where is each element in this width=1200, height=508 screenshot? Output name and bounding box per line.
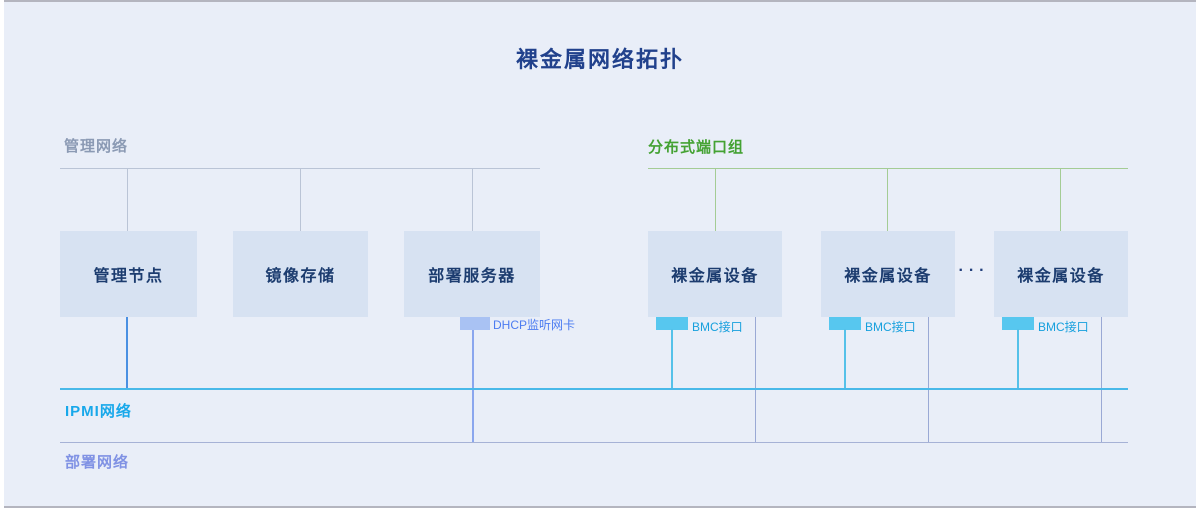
port-group-link-device1 bbox=[715, 169, 716, 231]
node-bare-metal-3-label: 裸金属设备 bbox=[1017, 268, 1105, 285]
ipmi-network-label: IPMI网络 bbox=[65, 403, 132, 420]
bmc-tab-1 bbox=[656, 317, 688, 330]
port-group-link-device2 bbox=[887, 169, 888, 231]
node-deploy-server-label: 部署服务器 bbox=[428, 268, 516, 285]
bmc-label-3: BMC接口 bbox=[1038, 320, 1089, 334]
bmc-tab-2 bbox=[829, 317, 861, 330]
deploy-network-label: 部署网络 bbox=[65, 454, 130, 471]
bare-metal-1-to-deploy-link bbox=[755, 317, 756, 443]
port-group-label: 分布式端口组 bbox=[648, 139, 745, 156]
node-image-storage: 镜像存储 bbox=[233, 231, 368, 317]
management-link-node2 bbox=[300, 169, 301, 231]
dhcp-nic-label: DHCP监听网卡 bbox=[493, 318, 576, 332]
bare-metal-3-to-deploy-link bbox=[1101, 317, 1102, 443]
management-network-bus-line bbox=[60, 168, 540, 169]
bmc-to-ipmi-link-1 bbox=[671, 329, 673, 388]
dhcp-to-deploy-network-link bbox=[472, 330, 474, 443]
dhcp-nic-tab bbox=[460, 317, 490, 330]
ellipsis-more-devices: ··· bbox=[958, 262, 990, 279]
management-link-node3 bbox=[472, 169, 473, 231]
bmc-label-1: BMC接口 bbox=[692, 320, 743, 334]
management-link-node1 bbox=[127, 169, 128, 231]
deploy-network-bus-line bbox=[60, 442, 1128, 443]
bmc-label-2: BMC接口 bbox=[865, 320, 916, 334]
page-title: 裸金属网络拓扑 bbox=[515, 47, 684, 72]
ipmi-network-bus-line bbox=[60, 388, 1128, 390]
node-bare-metal-2: 裸金属设备 bbox=[821, 231, 955, 317]
management-node-to-ipmi-link bbox=[126, 317, 128, 388]
bmc-to-ipmi-link-2 bbox=[844, 329, 846, 388]
port-group-link-device3 bbox=[1060, 169, 1061, 231]
node-bare-metal-1-label: 裸金属设备 bbox=[671, 268, 759, 285]
management-network-label: 管理网络 bbox=[64, 138, 129, 155]
bare-metal-2-to-deploy-link bbox=[928, 317, 929, 443]
node-bare-metal-2-label: 裸金属设备 bbox=[844, 268, 932, 285]
bmc-to-ipmi-link-3 bbox=[1017, 329, 1019, 388]
node-bare-metal-3: 裸金属设备 bbox=[994, 231, 1128, 317]
node-deploy-server: 部署服务器 bbox=[404, 231, 540, 317]
port-group-bus-line bbox=[648, 168, 1128, 169]
bmc-tab-3 bbox=[1002, 317, 1034, 330]
node-bare-metal-1: 裸金属设备 bbox=[648, 231, 782, 317]
node-management-label: 管理节点 bbox=[93, 268, 164, 285]
node-image-storage-label: 镜像存储 bbox=[265, 268, 336, 285]
node-management: 管理节点 bbox=[60, 231, 197, 317]
